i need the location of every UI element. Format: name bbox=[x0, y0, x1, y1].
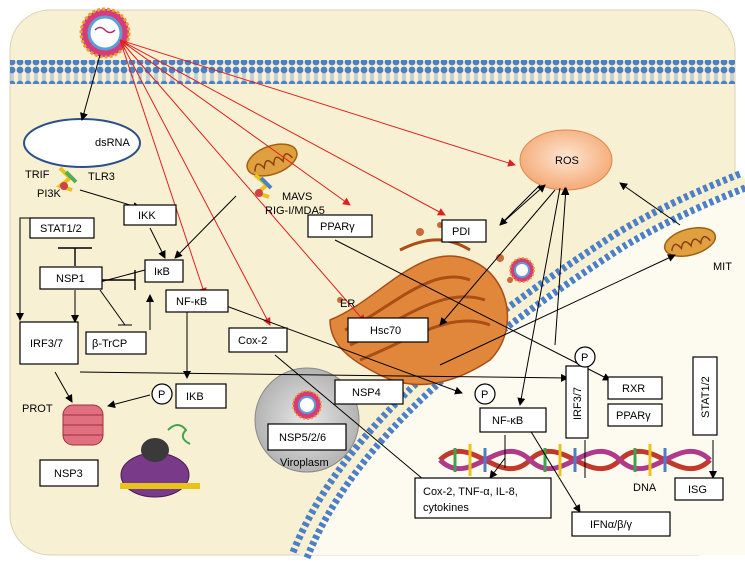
dna-helix bbox=[438, 444, 712, 476]
pdi-label: PDI bbox=[452, 226, 470, 238]
irf37-nuc-label: IRF3/7 bbox=[572, 387, 584, 420]
phospho-label-2: P bbox=[481, 389, 488, 401]
pi3k-label: PI3K bbox=[37, 188, 62, 200]
phosphate-circles bbox=[151, 346, 596, 405]
irf37-left-label: IRF3/7 bbox=[30, 338, 63, 350]
label-boxes bbox=[19, 204, 724, 537]
plasma-membrane bbox=[10, 60, 735, 84]
ribosome-nsp3 bbox=[120, 424, 200, 498]
tlr3-label: TLR3 bbox=[88, 171, 115, 183]
virus-particle-top bbox=[79, 7, 131, 59]
trif-label: TRIF bbox=[25, 169, 50, 181]
ppar-top-label: PPARγ bbox=[320, 221, 355, 233]
phospho-ikb bbox=[151, 383, 173, 405]
rig-label: RIG-I/MDA5 bbox=[265, 205, 325, 217]
nsp1-label: NSP1 bbox=[56, 273, 85, 285]
mavs-receptor bbox=[252, 173, 273, 199]
ros-label: ROS bbox=[555, 155, 579, 167]
prot-label: PROT bbox=[22, 403, 53, 415]
inhibition-lines bbox=[58, 247, 136, 290]
virus-red-arrows bbox=[119, 39, 516, 326]
ppar-nuc-label: PPARγ bbox=[616, 410, 651, 422]
cox2-label: Cox-2 bbox=[238, 335, 267, 347]
phospho-nfkb bbox=[474, 383, 496, 405]
dna-label: DNA bbox=[633, 482, 657, 494]
viroplasm-label: Viroplasm bbox=[280, 457, 329, 469]
phospho-label-1: P bbox=[158, 389, 165, 401]
dsrna-label: dsRNA bbox=[95, 137, 131, 149]
ifn-label: IFNα/β/γ bbox=[590, 519, 633, 531]
mit-label: MIT bbox=[713, 261, 732, 273]
ikb-mid-label: IκB bbox=[154, 266, 170, 278]
nfkb-nuc-label: NF-κB bbox=[492, 415, 523, 427]
nsp526-label: NSP5/2/6 bbox=[279, 432, 326, 444]
cytokines-label-line2: cytokines bbox=[423, 502, 469, 514]
nsp4-label: NSP4 bbox=[352, 387, 381, 399]
rxr-label: RXR bbox=[622, 383, 645, 395]
proteasome bbox=[62, 404, 104, 446]
mitochondrion-right bbox=[663, 227, 717, 257]
phospho-label-3: P bbox=[581, 352, 588, 364]
virus-particle-viroplasm bbox=[292, 390, 322, 420]
er-label: ER bbox=[340, 298, 355, 310]
cytokines-label-line1: Cox-2, TNF-α, IL-8, bbox=[423, 486, 518, 498]
tlr3-receptor bbox=[55, 166, 78, 192]
stat12-nuc-label: STAT1/2 bbox=[700, 376, 712, 418]
ikk-label: IKK bbox=[138, 210, 156, 222]
btrcp-label: β-TrCP bbox=[92, 338, 127, 350]
virus-particle-er bbox=[509, 257, 535, 283]
phospho-irf bbox=[574, 346, 596, 368]
ikb-low-label: IKB bbox=[186, 391, 204, 403]
isg-label: ISG bbox=[688, 484, 707, 496]
nfkb-mid-label: NF-κB bbox=[176, 296, 207, 308]
hsc70-label: Hsc70 bbox=[370, 325, 401, 337]
stat12-left-label: STAT1/2 bbox=[40, 223, 82, 235]
mitochondrion-top bbox=[246, 143, 298, 177]
mavs-label: MAVS bbox=[282, 191, 312, 203]
nsp3-label: NSP3 bbox=[54, 468, 83, 480]
pathway-arrows bbox=[16, 54, 717, 513]
